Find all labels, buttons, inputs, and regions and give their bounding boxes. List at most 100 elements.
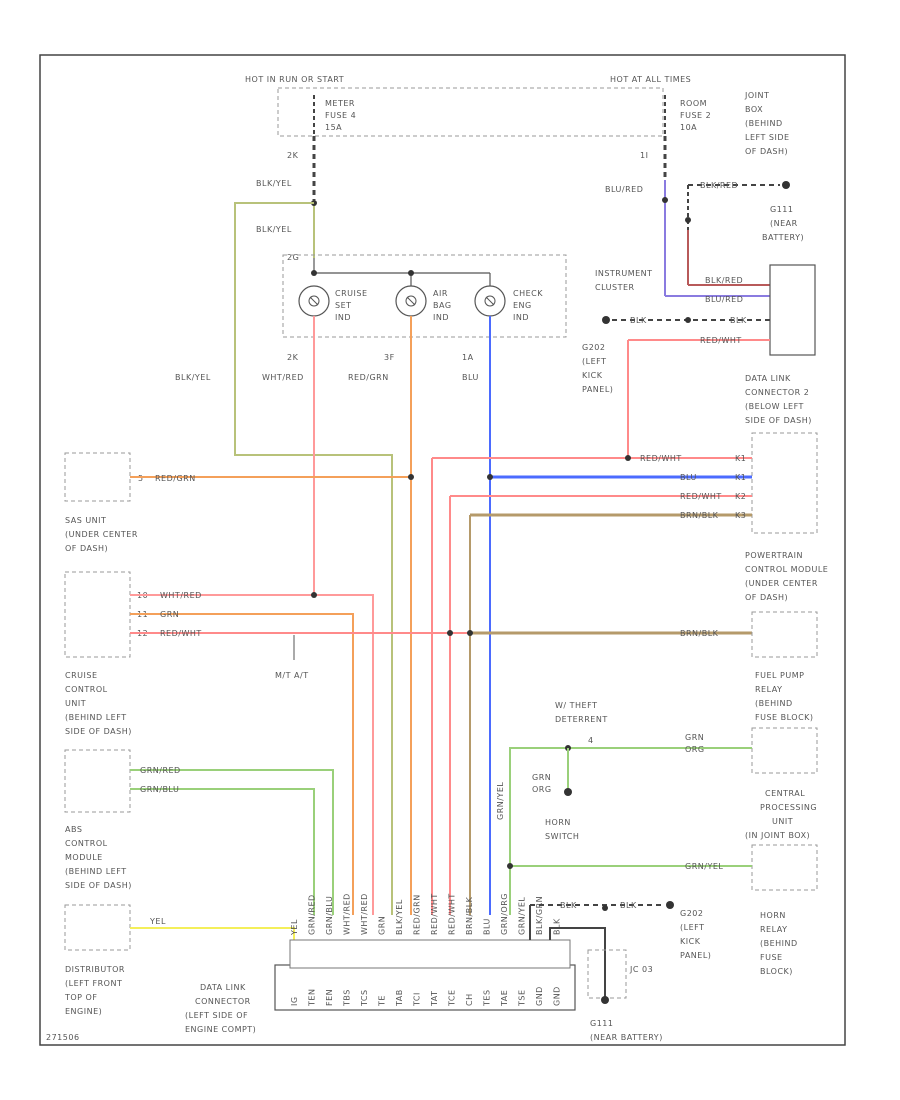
wire-wht-red-cruise: [130, 594, 374, 915]
wire-label-grn-yel-cpu: GRN/YEL: [685, 862, 723, 871]
wire-grn-cruise: [130, 613, 354, 915]
svg-text:SET: SET: [335, 301, 352, 310]
svg-text:AIR: AIR: [433, 289, 448, 298]
air-bag-indicator: AIR BAG IND: [395, 285, 452, 322]
splice-grn-yel-cpu: [507, 863, 513, 869]
svg-text:G111: G111: [770, 205, 793, 214]
dlc-pin-label: TSE: [518, 989, 527, 1007]
wire-label-blu-red-conn: BLU/RED: [705, 295, 743, 304]
fuse-left-label: METER FUSE 4 15A: [325, 99, 356, 132]
svg-text:ENGINE COMPT): ENGINE COMPT): [185, 1025, 256, 1034]
dlc-pin-label: TAE: [500, 990, 509, 1007]
horn-switch-wire-org: ORG: [532, 785, 552, 794]
svg-text:CONTROL MODULE: CONTROL MODULE: [745, 565, 828, 574]
joint-box-location-label: JOINT BOX (BEHIND LEFT SIDE OF DASH): [744, 91, 789, 156]
svg-text:JOINT: JOINT: [744, 91, 769, 100]
wire-blk-yel-loop: [234, 202, 393, 915]
g111-lower-label: G111 (NEAR BATTERY): [590, 1019, 662, 1042]
svg-text:W/ THEFT: W/ THEFT: [555, 701, 597, 710]
svg-text:RELAY: RELAY: [755, 685, 783, 694]
dlc-engine-label: DATA LINK CONNECTOR (LEFT SIDE OF ENGINE…: [185, 983, 256, 1034]
splice-red-grn-sas: [408, 474, 414, 480]
pin-1a-cluster: 1A: [462, 353, 474, 362]
instrument-cluster-label: INSTRUMENT CLUSTER: [595, 269, 653, 292]
wire-label-wht-red-cruise: WHT/RED: [160, 591, 202, 600]
wire-label-blk-lower-2: BLK: [620, 901, 637, 910]
svg-text:(LEFT SIDE OF: (LEFT SIDE OF: [185, 1011, 248, 1020]
splice-wht-red-cruise: [311, 592, 317, 598]
cpu-box: [751, 844, 818, 891]
svg-text:BOX: BOX: [745, 105, 763, 114]
dlc-pin-label: TAB: [395, 989, 404, 1007]
svg-text:FUSE 4: FUSE 4: [325, 111, 356, 120]
g202-upper-label: G202 (LEFT KICK PANEL): [582, 343, 613, 394]
dlc-wire-label: GRN/BLU: [325, 896, 334, 935]
svg-text:KICK: KICK: [680, 937, 701, 946]
svg-text:CONNECTOR 2: CONNECTOR 2: [745, 388, 809, 397]
svg-text:CHECK: CHECK: [513, 289, 543, 298]
horn-switch-ground: [564, 788, 572, 796]
joint-box-fuses: [277, 87, 664, 137]
wire-label-blk-lower-1: BLK: [560, 901, 577, 910]
dlc-pin-label: CH: [465, 993, 474, 1006]
splice-red-wht-dlc2: [625, 455, 631, 461]
dlc-wire-label: RED/GRN: [413, 894, 422, 935]
svg-text:PANEL): PANEL): [680, 951, 711, 960]
dlc-engine-box: [274, 964, 576, 1011]
svg-text:UNIT: UNIT: [772, 817, 793, 826]
ground-g202-upper: [602, 316, 610, 324]
pin-2k-top: 2K: [287, 151, 299, 160]
wire-blk-dlc-2: [549, 927, 606, 1000]
svg-text:IND: IND: [513, 313, 529, 322]
svg-text:SAS UNIT: SAS UNIT: [65, 516, 106, 525]
wire-label-brn-blk-dlc2: BRN/BLK: [680, 511, 719, 520]
dlc-wire-label: BLK: [553, 918, 562, 935]
svg-text:INSTRUMENT: INSTRUMENT: [595, 269, 653, 278]
dlc-wire-label: BLK/YEL: [395, 899, 404, 935]
wire-label-brn-blk-pcm: BRN/BLK: [680, 629, 719, 638]
theft-deterrent-label: W/ THEFT DETERRENT: [555, 701, 607, 724]
svg-text:MODULE: MODULE: [65, 853, 103, 862]
horn-switch-wire-grn: GRN: [532, 773, 551, 782]
abs-module-label: ABS CONTROL MODULE (BEHIND LEFT SIDE OF …: [65, 825, 131, 890]
dlc-pin-label: TBS: [343, 989, 352, 1007]
svg-text:CONNECTOR: CONNECTOR: [195, 997, 251, 1006]
svg-text:(LEFT FRONT: (LEFT FRONT: [65, 979, 122, 988]
svg-text:(UNDER CENTER: (UNDER CENTER: [65, 530, 138, 539]
wire-label-red-wht-dlc2-2: RED/WHT: [680, 492, 722, 501]
dlc-wire-label: YEL: [290, 919, 299, 936]
pin-3f-cluster: 3F: [384, 353, 395, 362]
splice-blk-g202: [685, 317, 691, 323]
g111-label: G111 (NEAR BATTERY): [762, 205, 804, 242]
svg-text:DISTRIBUTOR: DISTRIBUTOR: [65, 965, 125, 974]
pin-2g-cluster: 2G: [287, 253, 299, 262]
ground-g202-lower: [666, 901, 674, 909]
diagram-frame: [39, 54, 846, 1046]
svg-text:BAG: BAG: [433, 301, 452, 310]
dlc-wire-label: BLU: [483, 918, 492, 935]
dlc-pin-label: IG: [290, 996, 299, 1006]
wire-grn-blu-abs: [130, 788, 315, 915]
check-engine-indicator: CHECK ENG IND: [474, 285, 543, 322]
svg-text:(BEHIND LEFT: (BEHIND LEFT: [65, 713, 127, 722]
cpu-label: CENTRAL PROCESSING UNIT (IN JOINT BOX): [745, 789, 817, 840]
svg-text:PANEL): PANEL): [582, 385, 613, 394]
svg-text:OF DASH): OF DASH): [745, 593, 788, 602]
dlc-wire-label: WHT/RED: [343, 893, 352, 935]
wire-label-grn-blu-abs: GRN/BLU: [140, 785, 179, 794]
dlc-wire-label: RED/WHT: [448, 893, 457, 935]
svg-text:(BELOW LEFT: (BELOW LEFT: [745, 402, 804, 411]
wire-label-blk-yel-left: BLK/YEL: [175, 373, 211, 382]
wire-label-blu-red: BLU/RED: [605, 185, 643, 194]
pin-k1-dlc2-b: K1: [735, 473, 746, 482]
svg-text:ROOM: ROOM: [680, 99, 707, 108]
svg-text:(NEAR: (NEAR: [770, 219, 798, 228]
dlc-wire-label: GRN: [378, 916, 387, 935]
splice-blu-red: [662, 197, 668, 203]
sas-unit-label: SAS UNIT (UNDER CENTER OF DASH): [65, 516, 138, 553]
svg-text:UNIT: UNIT: [65, 699, 86, 708]
dlc-engine-header: [289, 939, 571, 969]
svg-text:(BEHIND LEFT: (BEHIND LEFT: [65, 867, 127, 876]
wire-label-blk-g202-2: BLK: [730, 316, 747, 325]
